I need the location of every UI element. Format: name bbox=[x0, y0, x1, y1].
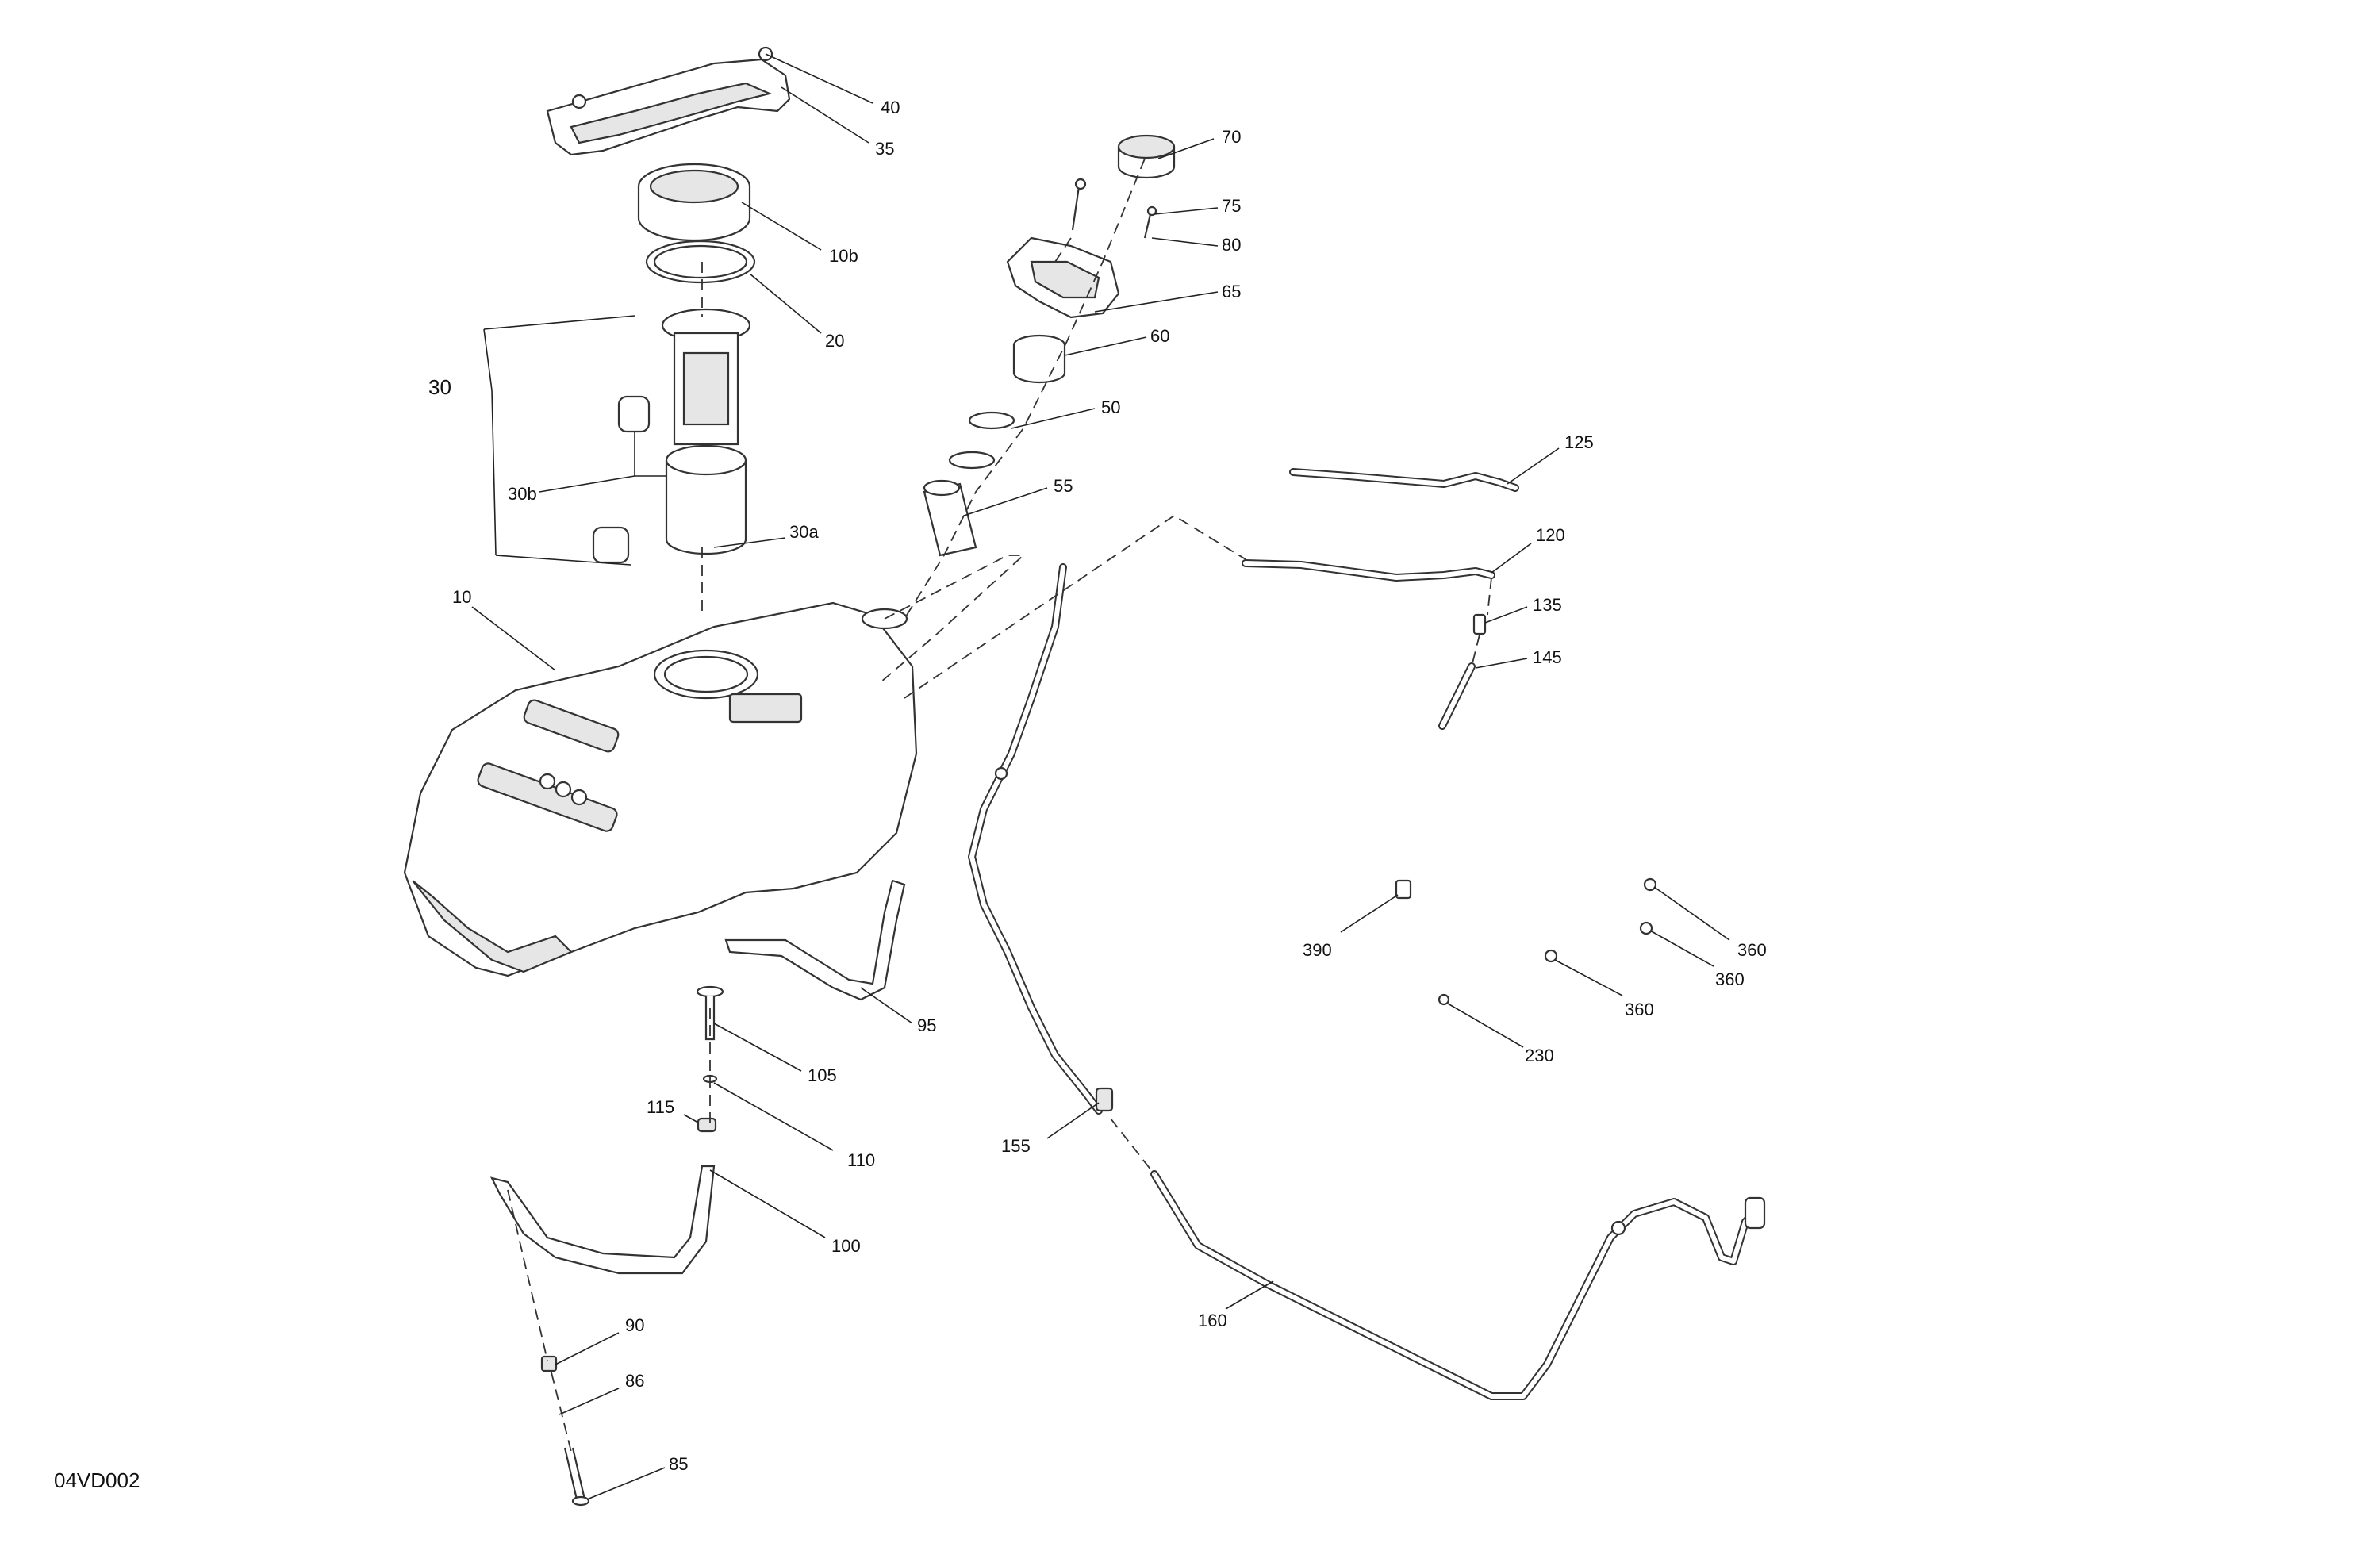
callout-360-b: 360 bbox=[1715, 969, 1745, 989]
callout-230: 230 bbox=[1525, 1046, 1554, 1065]
part-35-bracket bbox=[546, 46, 791, 156]
callout-10: 10 bbox=[452, 587, 471, 607]
callout-50: 50 bbox=[1101, 397, 1120, 417]
callout-110: 110 bbox=[847, 1150, 875, 1170]
callout-160: 160 bbox=[1198, 1311, 1227, 1330]
part-95-strap bbox=[724, 879, 906, 1001]
callout-105: 105 bbox=[808, 1065, 837, 1085]
callout-86: 86 bbox=[625, 1371, 644, 1391]
assembly-lines bbox=[507, 158, 1492, 1453]
part-160-fuel-line bbox=[1150, 1170, 1766, 1400]
callout-80: 80 bbox=[1222, 235, 1241, 255]
callout-60: 60 bbox=[1150, 326, 1169, 346]
part-10b-lock-ring bbox=[637, 163, 751, 242]
callout-155: 155 bbox=[1001, 1136, 1031, 1156]
callout-55: 55 bbox=[1054, 476, 1073, 496]
callout-70: 70 bbox=[1222, 127, 1241, 147]
callout-30: 30 bbox=[428, 375, 451, 399]
callout-115: 115 bbox=[647, 1097, 674, 1117]
part-75-80-screws bbox=[1071, 178, 1157, 239]
part-155-fuel-line bbox=[968, 563, 1114, 1115]
part-55-filler-hose bbox=[923, 479, 977, 557]
part-60-filler-neck bbox=[1012, 334, 1066, 384]
part-100-strap bbox=[489, 1165, 716, 1275]
callout-85: 85 bbox=[669, 1454, 688, 1474]
callout-labels: 40 35 10b 20 30 30b 30a 10 70 75 80 65 6… bbox=[54, 98, 1767, 1492]
callout-75: 75 bbox=[1222, 196, 1241, 216]
diagram-id: 04VD002 bbox=[54, 1468, 140, 1492]
callout-135: 135 bbox=[1533, 595, 1562, 615]
part-135-145-valve bbox=[1438, 613, 1487, 730]
callout-30a: 30a bbox=[789, 522, 819, 542]
callout-20: 20 bbox=[825, 331, 844, 351]
part-70-fuel-cap bbox=[1117, 134, 1176, 179]
callout-40: 40 bbox=[881, 98, 900, 117]
part-fasteners bbox=[1395, 877, 1657, 1006]
callout-30b: 30b bbox=[508, 484, 537, 504]
part-65-filler-housing bbox=[1006, 236, 1120, 319]
callout-360-a: 360 bbox=[1737, 940, 1767, 960]
callout-390: 390 bbox=[1303, 940, 1332, 960]
part-50-clamps bbox=[948, 411, 1015, 470]
callout-65: 65 bbox=[1222, 282, 1241, 301]
callout-145: 145 bbox=[1533, 647, 1562, 667]
part-20-gasket bbox=[645, 240, 756, 284]
callout-95: 95 bbox=[917, 1015, 936, 1035]
callout-125: 125 bbox=[1564, 432, 1594, 452]
part-125-vent-hose bbox=[1289, 468, 1519, 492]
part-30-fuel-pump bbox=[592, 308, 751, 564]
callout-100: 100 bbox=[831, 1236, 861, 1256]
callout-10b: 10b bbox=[829, 246, 858, 266]
part-10-fuel-tank bbox=[403, 601, 918, 977]
part-120-vent-hose bbox=[1242, 559, 1495, 582]
leader-lines bbox=[471, 53, 1730, 1500]
callout-360-c: 360 bbox=[1625, 1000, 1654, 1019]
callout-35: 35 bbox=[875, 139, 894, 159]
callout-90: 90 bbox=[625, 1315, 644, 1335]
callout-120: 120 bbox=[1536, 525, 1565, 545]
